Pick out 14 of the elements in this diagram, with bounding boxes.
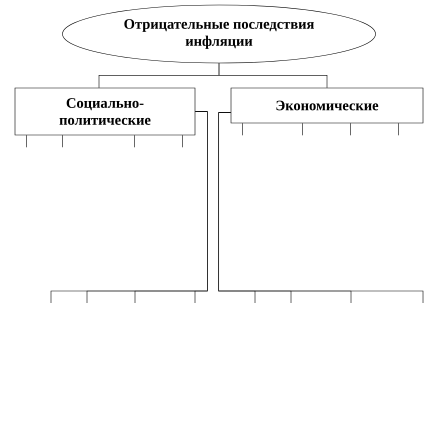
category-box: Экономические [230, 88, 424, 124]
connector-line [350, 123, 351, 136]
ellipse-node: Отрицательные последствия инфляции [62, 4, 376, 64]
connector-line [26, 135, 27, 148]
category-box: Социально-политические [14, 88, 196, 136]
connector-line [398, 123, 399, 136]
connector-line [302, 123, 303, 136]
connector-line [218, 63, 328, 88]
connector-line [218, 112, 424, 304]
connector-line [182, 135, 183, 148]
connector-line [134, 135, 135, 148]
connector-line [242, 123, 243, 136]
connector-line [62, 135, 63, 148]
connector-line [194, 111, 208, 304]
